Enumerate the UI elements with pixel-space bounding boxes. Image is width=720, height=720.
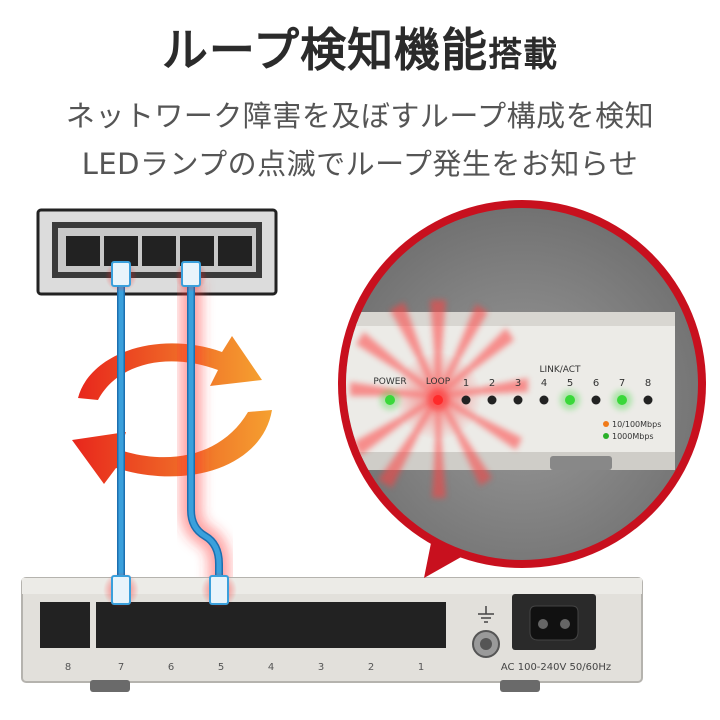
page-title: ループ検知機能搭載 [161, 23, 559, 77]
port-led [617, 395, 627, 405]
main-switch-ports [40, 602, 446, 648]
subtitle-line-1: ネットワーク障害を及ぼすループ構成を検知 [65, 99, 655, 133]
rear-port-number: 7 [118, 662, 124, 673]
front-port-number: 6 [593, 378, 599, 389]
link-act-label: LINK/ACT [539, 365, 581, 375]
front-port-number: 4 [541, 378, 547, 389]
legend-dot-green [603, 433, 609, 439]
port-led [461, 395, 471, 405]
cable-plug [111, 575, 131, 605]
cable-plug [181, 261, 201, 287]
ethernet-port [66, 236, 100, 266]
top-switch [36, 208, 278, 296]
legend-dot-orange [603, 421, 609, 427]
ethernet-port [296, 602, 346, 648]
ethernet-port [146, 602, 196, 648]
loop-arrows-icon [72, 336, 272, 484]
ethernet-port [346, 602, 396, 648]
port-led [513, 395, 523, 405]
legend-1000: 1000Mbps [612, 432, 654, 441]
main-switch: 8 7 6 5 4 3 2 1 AC 100-240V 50/60Hz [21, 577, 643, 692]
rear-port-number: 8 [65, 662, 71, 673]
power-led [385, 395, 395, 405]
loop-led-label: LOOP [426, 377, 451, 387]
rear-plugs [103, 572, 237, 608]
cable-plug [209, 575, 229, 605]
rear-port-number: 5 [218, 662, 224, 673]
power-rating-label: AC 100-240V 50/60Hz [501, 662, 611, 673]
port-led [643, 395, 653, 405]
rear-port-number: 4 [268, 662, 274, 673]
ethernet-port [40, 602, 90, 648]
port-led [565, 395, 575, 405]
front-port-number: 3 [515, 378, 521, 389]
front-port-number: 2 [489, 378, 495, 389]
rear-port-number: 6 [168, 662, 174, 673]
ethernet-port [196, 602, 246, 648]
cable-plug [111, 261, 131, 287]
legend-10-100: 10/100Mbps [612, 420, 661, 429]
loop-cables [105, 260, 230, 586]
front-port-number: 5 [567, 378, 573, 389]
rear-port-number: 3 [318, 662, 324, 673]
port-led [539, 395, 549, 405]
front-port-number: 7 [619, 378, 625, 389]
ethernet-port [142, 236, 176, 266]
front-port-number: 1 [463, 378, 469, 389]
port-led [487, 395, 497, 405]
rear-port-number: 2 [368, 662, 374, 673]
ethernet-port [396, 602, 446, 648]
power-led-label: POWER [373, 377, 406, 387]
front-port-number: 8 [645, 378, 651, 389]
rear-port-number: 1 [418, 662, 424, 673]
ground-terminal-icon [472, 606, 500, 658]
loop-led [433, 395, 443, 405]
ethernet-port [218, 236, 252, 266]
led-zoom-callout: POWER LOOP LINK/ACT 1 2 3 4 5 6 7 8 [338, 200, 706, 578]
top-switch-ports [66, 236, 252, 266]
ethernet-port [246, 602, 296, 648]
ethernet-port [96, 602, 146, 648]
subtitle-line-2: LEDランプの点滅でループ発生をお知らせ [81, 147, 639, 181]
ac-power-inlet [512, 594, 596, 650]
port-led [591, 395, 601, 405]
